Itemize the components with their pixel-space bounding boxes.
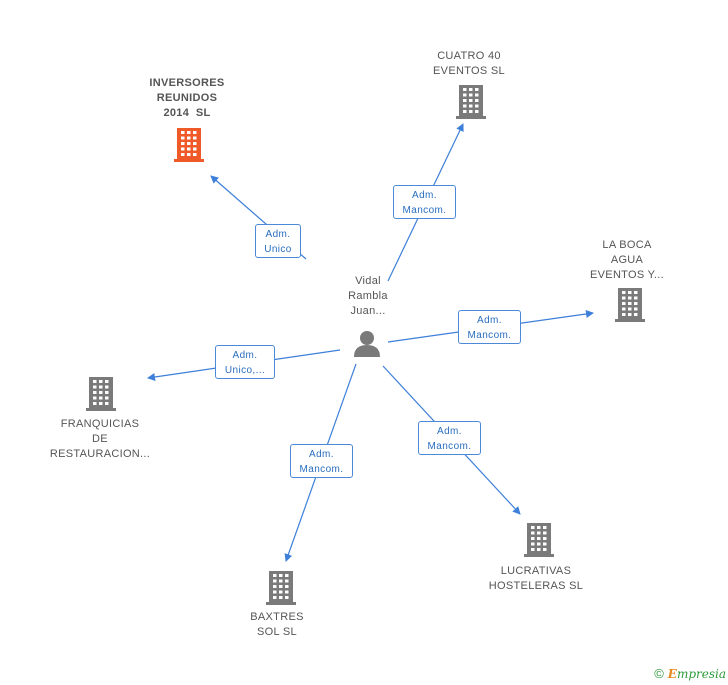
relation-badge-cuatro40[interactable]: Adm. Mancom.	[393, 185, 456, 219]
company-label-lucrativas[interactable]: LUCRATIVAS HOSTELERAS SL	[488, 565, 584, 592]
building-icon-cuatro40[interactable]	[456, 85, 486, 119]
copyright-icon: ©	[654, 666, 664, 681]
company-label-franquicias[interactable]: FRANQUICIAS DE RESTAURACION...	[49, 418, 151, 460]
company-label-cuatro40[interactable]: CUATRO 40 EVENTOS SL	[433, 50, 505, 77]
person-icon[interactable]	[354, 331, 380, 357]
relation-badge-franquicias[interactable]: Adm. Unico,...	[215, 345, 275, 379]
relation-badge-inversores[interactable]: Adm. Unico	[255, 224, 301, 258]
building-icon-franquicias[interactable]	[86, 377, 116, 411]
relation-badge-lucrativas[interactable]: Adm. Mancom.	[418, 421, 481, 455]
relation-badge-baxtres[interactable]: Adm. Mancom.	[290, 444, 353, 478]
building-icon-lucrativas[interactable]	[524, 523, 554, 557]
brand-initial: E	[667, 667, 677, 681]
company-label-inversores[interactable]: INVERSORES REUNIDOS 2014 SL	[149, 77, 225, 119]
building-icon-laboca[interactable]	[615, 288, 645, 322]
center-person-label[interactable]: Vidal Rambla Juan...	[348, 275, 388, 317]
building-icon-baxtres[interactable]	[266, 571, 296, 605]
company-label-laboca[interactable]: LA BOCA AGUA EVENTOS Y...	[590, 239, 664, 281]
company-label-baxtres[interactable]: BAXTRES SOL SL	[250, 611, 304, 638]
relation-badge-laboca[interactable]: Adm. Mancom.	[458, 310, 521, 344]
brand-name: mpresia	[676, 667, 726, 681]
building-icon-inversores[interactable]	[174, 128, 204, 162]
footer-brand: ©Empresia	[654, 666, 726, 681]
